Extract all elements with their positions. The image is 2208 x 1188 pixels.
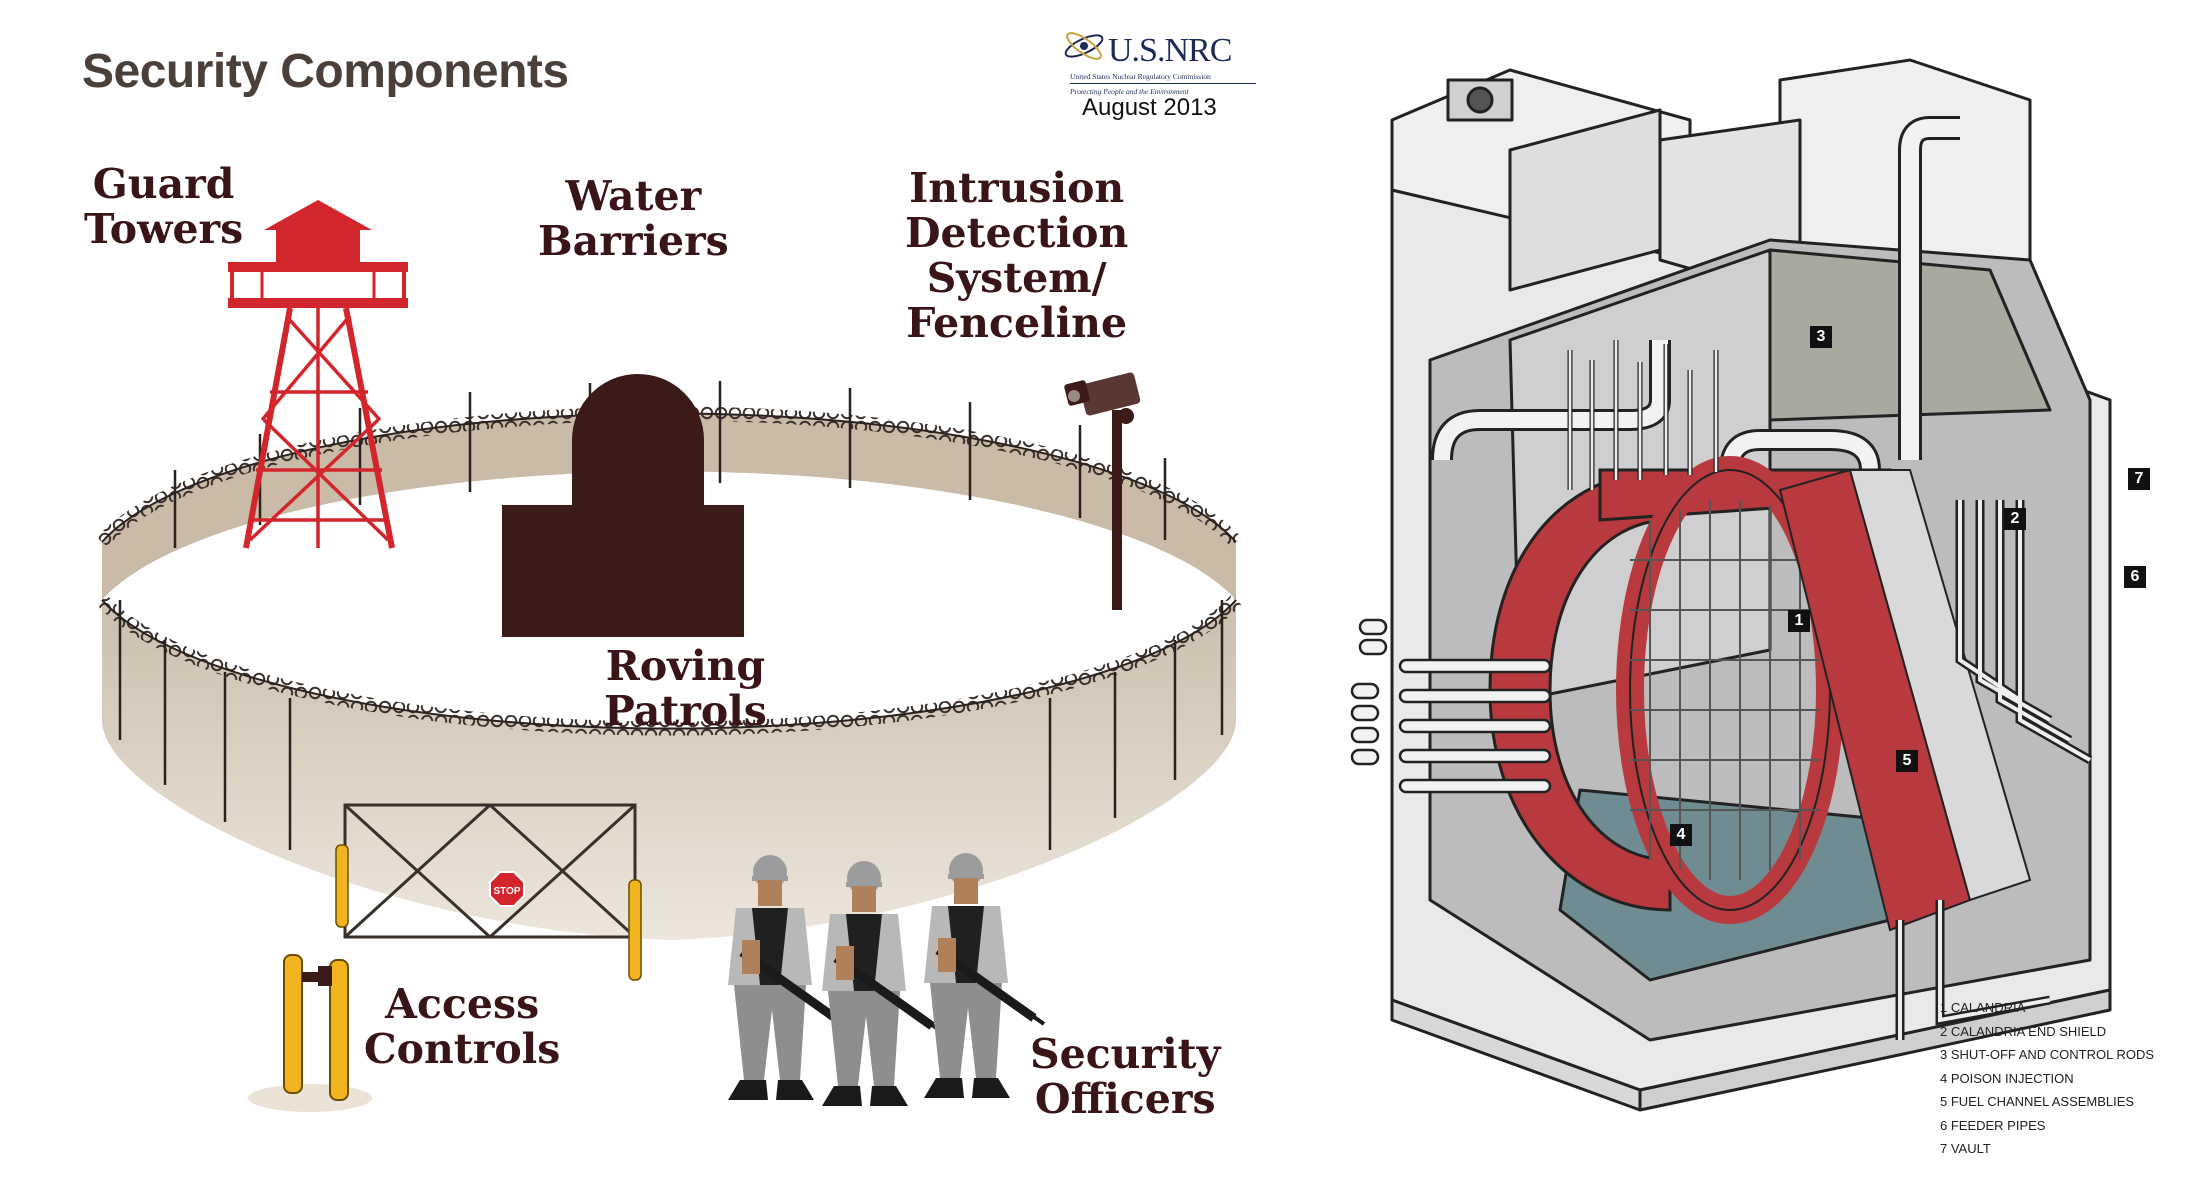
- reactor-cutaway-panel: 3 1 5 4 2 6 7: [1330, 0, 2208, 1188]
- fence-back-wall: [102, 413, 1236, 600]
- security-camera-icon: [1064, 372, 1141, 610]
- legend-item: 3 SHUT-OFF AND CONTROL RODS: [1940, 1047, 2155, 1062]
- reactor-building-icon: [502, 374, 744, 637]
- label-access-controls: Access Controls: [364, 980, 561, 1073]
- label-security-officers: Security Officers: [1030, 1030, 1221, 1123]
- stop-sign-text: STOP: [493, 886, 520, 897]
- security-officers-icon: [728, 853, 1044, 1106]
- callout-3: 3: [1810, 326, 1832, 348]
- fuel-channel-grid: [1630, 500, 1820, 880]
- callout-1: 1: [1788, 610, 1810, 632]
- legend-item: 1 CALANDRIA: [1940, 1000, 2026, 1015]
- label-intrusion-detection: Intrusion Detection System/ Fenceline: [905, 164, 1129, 347]
- nrc-atom-icon: [1064, 32, 1104, 60]
- legend-item: 6 FEEDER PIPES: [1940, 1117, 2046, 1133]
- security-components-panel: Security Components U.S.NRC United State…: [82, 32, 1256, 1123]
- callout-5: 5: [1896, 750, 1918, 772]
- legend-item: 7 VAULT: [1940, 1141, 1991, 1156]
- legend-item: 5 FUEL CHANNEL ASSEMBLIES: [1940, 1094, 2135, 1109]
- access-control-posts-icon: [248, 954, 372, 1112]
- page-title: Security Components: [82, 45, 569, 98]
- publication-date: August 2013: [1082, 94, 1217, 121]
- vertical-pipe: [1431, 116, 1960, 471]
- label-roving-patrols: Roving Patrols: [604, 642, 767, 735]
- label-water-barriers: Water Barriers: [538, 172, 729, 265]
- nrc-subtitle: United States Nuclear Regulatory Commiss…: [1070, 72, 1211, 81]
- callout-2: 2: [2004, 508, 2026, 530]
- reactor-legend: 1 CALANDRIA 2 CALANDRIA END SHIELD 3 SHU…: [1940, 996, 2154, 1161]
- poison-injection-pipes: [1350, 618, 1552, 794]
- gate-post-right: [628, 879, 642, 981]
- callout-4: 4: [1670, 824, 1692, 846]
- calandria-end-shield: [1778, 468, 2032, 932]
- security-illustration: STOP: [96, 200, 1242, 1112]
- legend-item: 2 CALANDRIA END SHIELD: [1940, 1023, 2107, 1039]
- nrc-divider: [1070, 83, 1256, 84]
- gate-post-left: [335, 844, 349, 928]
- callout-7: 7: [2128, 468, 2150, 490]
- guard-tower-icon: [228, 200, 408, 549]
- nrc-tagline: Protecting People and the Environment: [1070, 87, 1189, 96]
- legend-item: 4 POISON INJECTION: [1940, 1070, 2074, 1086]
- label-guard-towers: Guard Towers: [84, 160, 244, 253]
- callout-6: 6: [2124, 566, 2146, 588]
- reactor-cutaway-diagram: [1350, 58, 2112, 1112]
- fence-posts: [118, 381, 1224, 850]
- nrc-name: U.S.NRC: [1108, 32, 1232, 69]
- stop-sign-icon: STOP: [489, 871, 525, 907]
- fence-front-wall: [102, 600, 1236, 940]
